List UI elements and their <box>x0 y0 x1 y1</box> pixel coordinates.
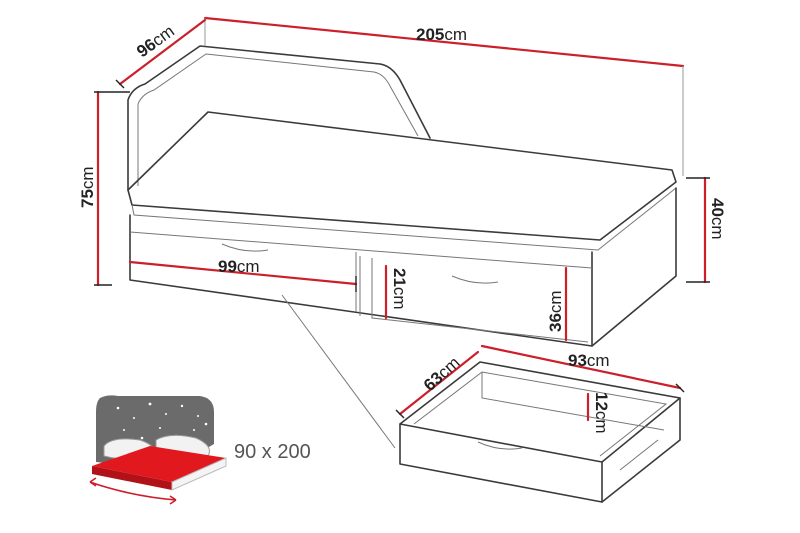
drawer-handle-right <box>451 275 499 284</box>
drawer-inner-height-label: 12cm <box>592 392 611 434</box>
headboard-inner-edge <box>137 53 207 186</box>
mattress-size-arrow <box>89 477 177 505</box>
frame-height-label: 36cm <box>546 290 565 332</box>
backrest-top-edge <box>205 53 419 137</box>
drawer-front-width-label: 99cm <box>218 257 260 276</box>
drawer-width-label: 93cm <box>568 351 610 370</box>
drawer-detail <box>399 361 681 503</box>
drawer-width-line <box>480 344 682 390</box>
depth-label: 96cm <box>133 21 178 61</box>
mattress-side-seam <box>131 187 677 251</box>
frame-top-edge <box>129 231 593 269</box>
mattress-size-label: 90 x 200 <box>234 441 311 463</box>
drawer-front-height-label: 21cm <box>390 268 409 310</box>
drawer-inner-walls <box>413 371 668 457</box>
length-label: 205cm <box>416 25 467 44</box>
drawer-depth-tick <box>395 409 405 419</box>
drawer-handle-left <box>221 243 269 252</box>
drawer-top-rim <box>399 361 681 463</box>
drawer-width-tick <box>675 383 685 393</box>
drawer-right-side <box>601 397 681 503</box>
depth-tick-left <box>115 79 125 89</box>
frame-right-side <box>591 187 677 347</box>
total-height-label: 75cm <box>78 166 97 208</box>
depth-dimension-line <box>118 18 207 86</box>
drawer-front-width-line <box>128 260 358 286</box>
drawer-right-front <box>371 258 589 343</box>
drawer-side-slot <box>619 439 659 471</box>
dimension-lines <box>94 16 710 342</box>
mattress-white-side <box>171 457 227 491</box>
bed-height-label: 40cm <box>708 198 727 240</box>
mattress-red-top <box>92 446 226 482</box>
bed-illustration <box>127 45 677 449</box>
drawer-inner-handle <box>477 441 523 450</box>
detail-leader-line <box>281 294 396 449</box>
length-dimension-line <box>203 16 685 68</box>
drawer-dimension-labels: 63cm 93cm 12cm <box>420 351 611 434</box>
dimension-labels: 96cm 205cm 75cm 40cm 99cm 21cm 36cm <box>78 21 727 332</box>
headboard-outline <box>127 45 431 191</box>
drawer-front-face <box>399 423 603 503</box>
mattress-thumbnail: 90 x 200 <box>89 395 311 505</box>
frame-front <box>129 214 593 347</box>
drawer-dimension-lines <box>395 344 685 422</box>
drawer-depth-line <box>398 350 480 416</box>
drawer-depth-label: 63cm <box>420 353 464 395</box>
mattress-red-side <box>92 466 172 490</box>
